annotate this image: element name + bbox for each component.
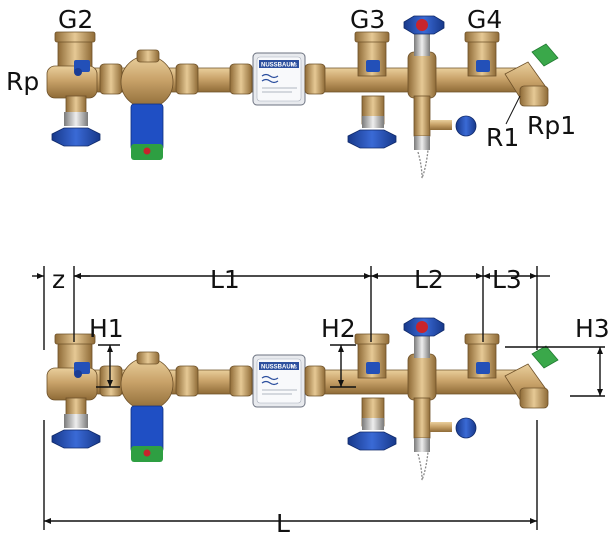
flowmeter-brand: NUSSBAUM [261, 63, 296, 69]
label-r1: R1 [486, 123, 519, 152]
label-g3: G3 [350, 5, 385, 34]
flowmeter-brand-suffix-bottom: RS [291, 365, 297, 370]
label-g4: G4 [467, 5, 502, 34]
dim-label-z: z [52, 265, 65, 294]
top-assembly [46, 15, 559, 179]
flowmeter-brand-suffix: RS [291, 63, 297, 68]
label-rp: Rp [6, 67, 39, 96]
dim-label-h2: H2 [321, 314, 356, 343]
top-assembly-drawing [46, 15, 559, 179]
dim-label-l: L [276, 509, 290, 538]
dim-label-h3: H3 [575, 314, 610, 343]
label-rp1: Rp1 [527, 111, 576, 140]
label-g2: G2 [58, 5, 93, 34]
flowmeter-brand-bottom: NUSSBAUM [261, 365, 296, 371]
dim-label-l3: L3 [492, 265, 522, 294]
dim-label-l1: L1 [210, 265, 240, 294]
dimension-lines [32, 266, 605, 530]
dim-label-h1: H1 [89, 314, 124, 343]
leader-r1 [505, 95, 521, 125]
dim-label-l2: L2 [414, 265, 444, 294]
